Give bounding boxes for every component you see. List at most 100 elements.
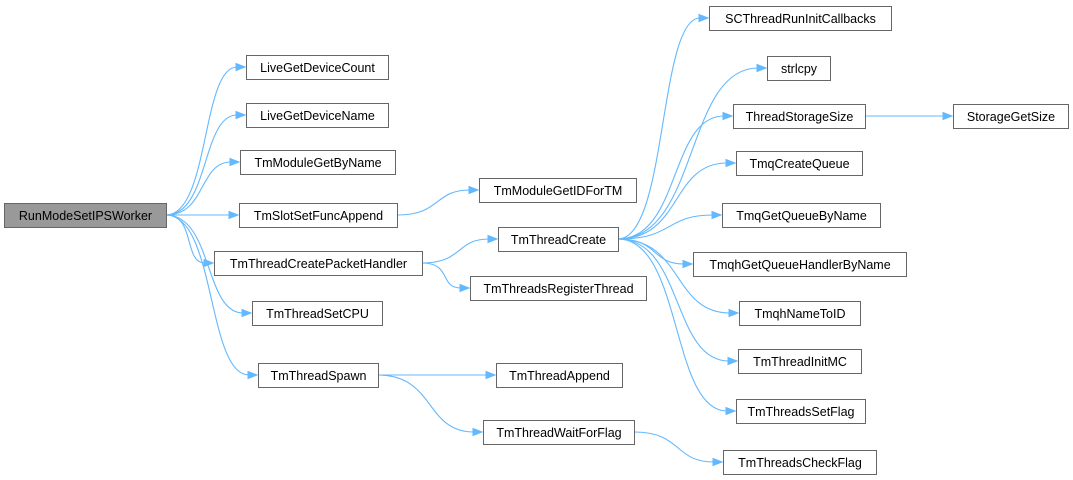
- node-sc-thread-run-init-callbacks[interactable]: SCThreadRunInitCallbacks: [709, 6, 892, 31]
- edge-tm-thread-create-to-tmq-get-queue-by-name: [617, 214, 714, 240]
- edge-run-mode-set-ips-worker-to-live-get-device-count: [165, 66, 238, 216]
- graph-nodes: RunModeSetIPSWorker LiveGetDeviceCountLiv…: [4, 6, 1069, 475]
- node-tm-thread-spawn[interactable]: TmThreadSpawn: [258, 363, 379, 388]
- node-label: TmqhNameToID: [755, 307, 846, 321]
- arrowhead-icon: [485, 370, 497, 380]
- arrowhead-icon: [727, 356, 739, 366]
- node-box: [483, 420, 635, 445]
- node-box: [722, 203, 881, 228]
- node-box: [738, 349, 862, 374]
- node-label: TmThreadsCheckFlag: [738, 456, 862, 470]
- node-box: [258, 363, 379, 388]
- node-box: [953, 104, 1069, 129]
- node-tm-thread-init-mc[interactable]: TmThreadInitMC: [738, 349, 862, 374]
- edge-run-mode-set-ips-worker-to-tm-thread-set-cpu: [165, 214, 244, 314]
- node-tm-slot-set-func-append[interactable]: TmSlotSetFuncAppend: [239, 203, 398, 228]
- node-box: [240, 150, 396, 175]
- node-tm-thread-create[interactable]: TmThreadCreate: [498, 227, 619, 252]
- arrowhead-icon: [725, 406, 737, 416]
- node-tm-thread-wait-for-flag[interactable]: TmThreadWaitForFlag: [483, 420, 635, 445]
- node-live-get-device-count[interactable]: LiveGetDeviceCount: [246, 55, 389, 80]
- edge-tm-thread-create-to-thread-storage-size: [617, 115, 725, 240]
- edge-run-mode-set-ips-worker-to-tm-thread-spawn: [165, 214, 250, 376]
- arrowhead-icon: [682, 259, 694, 269]
- arrowhead-icon: [711, 210, 723, 220]
- edge-tm-slot-set-func-append-to-tm-module-get-id-for-tm: [396, 189, 471, 216]
- edge-tm-thread-create-to-strlcpy: [617, 67, 759, 240]
- arrowhead-icon: [942, 111, 954, 121]
- node-label: TmThreadInitMC: [753, 355, 847, 369]
- node-box: [693, 252, 907, 277]
- node-label: StorageGetSize: [967, 110, 1055, 124]
- node-tm-threads-register-thread[interactable]: TmThreadsRegisterThread: [470, 276, 647, 301]
- edge-tm-thread-create-to-tm-threads-set-flag: [617, 238, 728, 412]
- node-tm-threads-set-flag[interactable]: TmThreadsSetFlag: [736, 399, 866, 424]
- edge-tm-thread-wait-for-flag-to-tm-threads-check-flag: [633, 431, 715, 463]
- arrowhead-icon: [712, 457, 724, 467]
- node-label: TmThreadCreatePacketHandler: [230, 257, 407, 271]
- node-box: [214, 251, 423, 276]
- node-label: TmThreadSpawn: [271, 369, 367, 383]
- node-box: [470, 276, 647, 301]
- arrowhead-icon: [725, 158, 737, 168]
- arrowhead-icon: [468, 185, 480, 195]
- edge-tm-thread-create-to-tmq-create-queue: [617, 162, 728, 240]
- edge-run-mode-set-ips-worker-to-tm-module-get-by-name: [165, 161, 232, 216]
- node-label: TmqCreateQueue: [749, 157, 849, 171]
- arrowhead-icon: [472, 427, 484, 437]
- node-tmqh-get-queue-handler-by-name[interactable]: TmqhGetQueueHandlerByName: [693, 252, 907, 277]
- arrowhead-icon: [235, 110, 247, 120]
- node-label: TmqhGetQueueHandlerByName: [709, 258, 890, 272]
- node-box: [246, 55, 389, 80]
- node-run-mode-set-ips-worker[interactable]: RunModeSetIPSWorker: [4, 203, 167, 228]
- node-box: [239, 203, 398, 228]
- arrowhead-icon: [241, 308, 253, 318]
- node-strlcpy[interactable]: strlcpy: [767, 56, 831, 81]
- arrowhead-icon: [728, 308, 740, 318]
- arrowhead-icon: [722, 111, 734, 121]
- arrowhead-icon: [487, 234, 499, 244]
- edge-tm-thread-spawn-to-tm-thread-wait-for-flag: [377, 374, 475, 433]
- node-label: TmModuleGetByName: [254, 156, 381, 170]
- edge-tm-thread-create-to-tmqh-name-to-id: [617, 238, 731, 314]
- arrowhead-icon: [459, 283, 471, 293]
- node-tm-thread-set-cpu[interactable]: TmThreadSetCPU: [252, 301, 383, 326]
- node-label: TmThreadCreate: [511, 233, 606, 247]
- node-tm-thread-create-packet-handler[interactable]: TmThreadCreatePacketHandler: [214, 251, 423, 276]
- node-tm-threads-check-flag[interactable]: TmThreadsCheckFlag: [723, 450, 877, 475]
- node-box: [736, 151, 863, 176]
- edge-tm-thread-create-packet-handler-to-tm-thread-create: [421, 238, 490, 264]
- node-label: SCThreadRunInitCallbacks: [725, 12, 876, 26]
- node-label: TmThreadSetCPU: [266, 307, 369, 321]
- node-label: LiveGetDeviceCount: [260, 61, 375, 75]
- node-box: [709, 6, 892, 31]
- arrowhead-icon: [698, 13, 710, 23]
- node-label: TmModuleGetIDForTM: [494, 184, 623, 198]
- node-label: LiveGetDeviceName: [260, 109, 375, 123]
- node-tm-module-get-by-name[interactable]: TmModuleGetByName: [240, 150, 396, 175]
- node-tmqh-name-to-id[interactable]: TmqhNameToID: [739, 301, 861, 326]
- graph-edges: [165, 13, 954, 467]
- node-storage-get-size[interactable]: StorageGetSize: [953, 104, 1069, 129]
- arrowhead-icon: [247, 370, 259, 380]
- node-box: [498, 227, 619, 252]
- arrowhead-icon: [235, 62, 247, 72]
- edge-run-mode-set-ips-worker-to-live-get-device-name: [165, 114, 238, 216]
- node-thread-storage-size[interactable]: ThreadStorageSize: [733, 104, 866, 129]
- node-tm-thread-append[interactable]: TmThreadAppend: [496, 363, 623, 388]
- node-box: [733, 104, 866, 129]
- node-box: [736, 399, 866, 424]
- node-box: [246, 103, 389, 128]
- node-tmq-get-queue-by-name[interactable]: TmqGetQueueByName: [722, 203, 881, 228]
- node-box: [479, 178, 637, 203]
- node-label: TmqGetQueueByName: [736, 209, 867, 223]
- node-box: [496, 363, 623, 388]
- node-label: TmSlotSetFuncAppend: [254, 209, 383, 223]
- node-label: TmThreadsRegisterThread: [483, 282, 633, 296]
- node-box: [767, 56, 831, 81]
- node-tm-module-get-id-for-tm[interactable]: TmModuleGetIDForTM: [479, 178, 637, 203]
- node-label: ThreadStorageSize: [746, 110, 854, 124]
- node-live-get-device-name[interactable]: LiveGetDeviceName: [246, 103, 389, 128]
- node-tmq-create-queue[interactable]: TmqCreateQueue: [736, 151, 863, 176]
